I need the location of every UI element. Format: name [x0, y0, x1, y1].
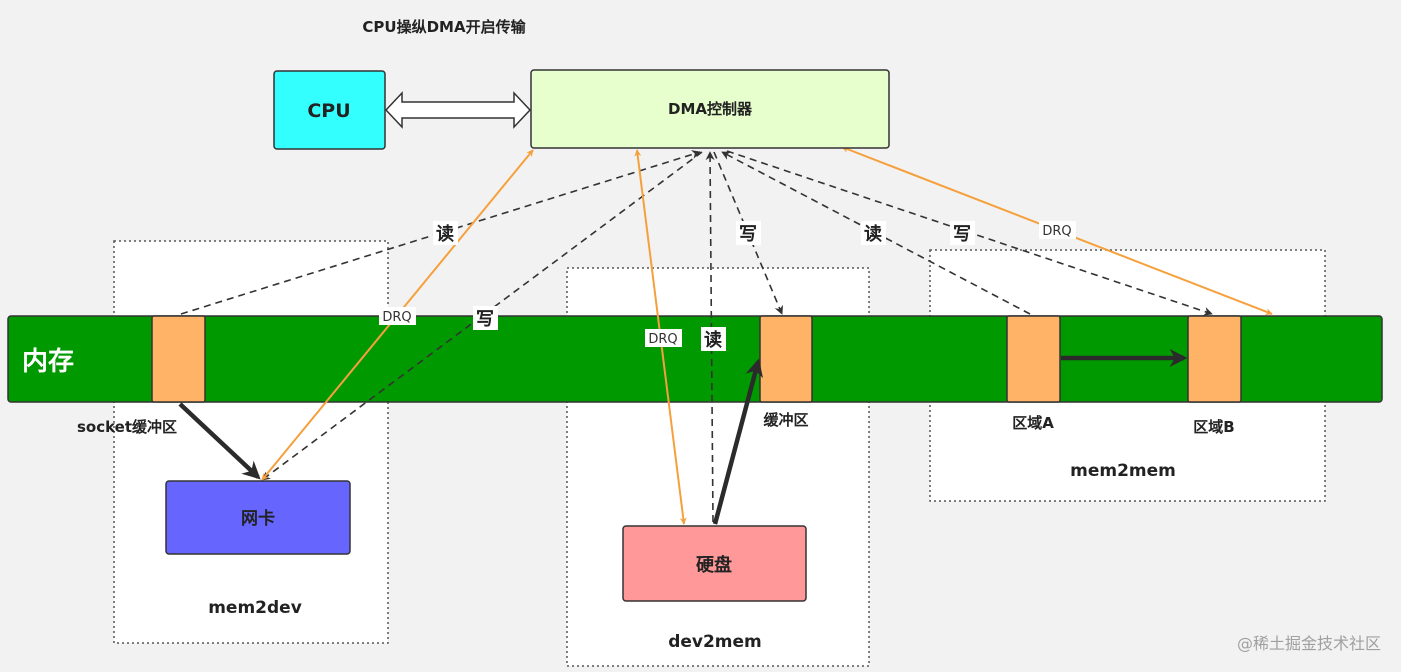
buffer-label: 缓冲区 — [763, 411, 808, 429]
memory-label: 内存 — [22, 347, 74, 377]
disk-label: 硬盘 — [696, 554, 732, 576]
read-label-socket: 读 — [436, 223, 454, 245]
write-label-nic: 写 — [476, 309, 494, 330]
socket-buffer-label: socket缓冲区 — [77, 418, 177, 436]
diagram-title: CPU操纵DMA开启传输 — [362, 18, 526, 36]
dma-controller-box — [530, 69, 890, 149]
socket-to-nic-arrow — [178, 402, 261, 480]
watermark: @稀土掘金技术社区 — [1237, 634, 1381, 653]
write-label-region-b: 写 — [953, 224, 971, 245]
region-a-block — [1006, 315, 1061, 403]
write-label-buffer: 写 — [739, 224, 757, 245]
nic-label: 网卡 — [241, 508, 275, 529]
region-b-block — [1187, 315, 1242, 403]
group-dev2mem-label: dev2mem — [668, 632, 762, 652]
drq-label-region-b: DRQ — [1042, 224, 1071, 239]
read-label-region-a: 读 — [864, 223, 882, 245]
cpu-dma-double-arrow — [384, 91, 532, 129]
cpu-box — [273, 70, 386, 150]
group-mem2dev-label: mem2dev — [208, 598, 302, 618]
group-mem2mem-label: mem2mem — [1070, 461, 1176, 481]
region-b-label: 区域B — [1193, 418, 1234, 436]
region-a-label: 区域A — [1012, 414, 1054, 432]
nic-box — [165, 480, 351, 555]
disk-box — [622, 525, 807, 602]
cpu-label: CPU — [307, 100, 350, 122]
drq-label-nic: DRQ — [382, 310, 411, 325]
read-label-disk: 读 — [704, 329, 722, 351]
buffer-block — [759, 315, 813, 403]
group-mem2dev-box — [113, 240, 389, 644]
dma-controller-label: DMA控制器 — [668, 100, 753, 118]
disk-to-buffer-arrow — [712, 358, 764, 525]
drq-label-disk: DRQ — [648, 332, 677, 347]
socket-buffer-block — [151, 315, 206, 403]
